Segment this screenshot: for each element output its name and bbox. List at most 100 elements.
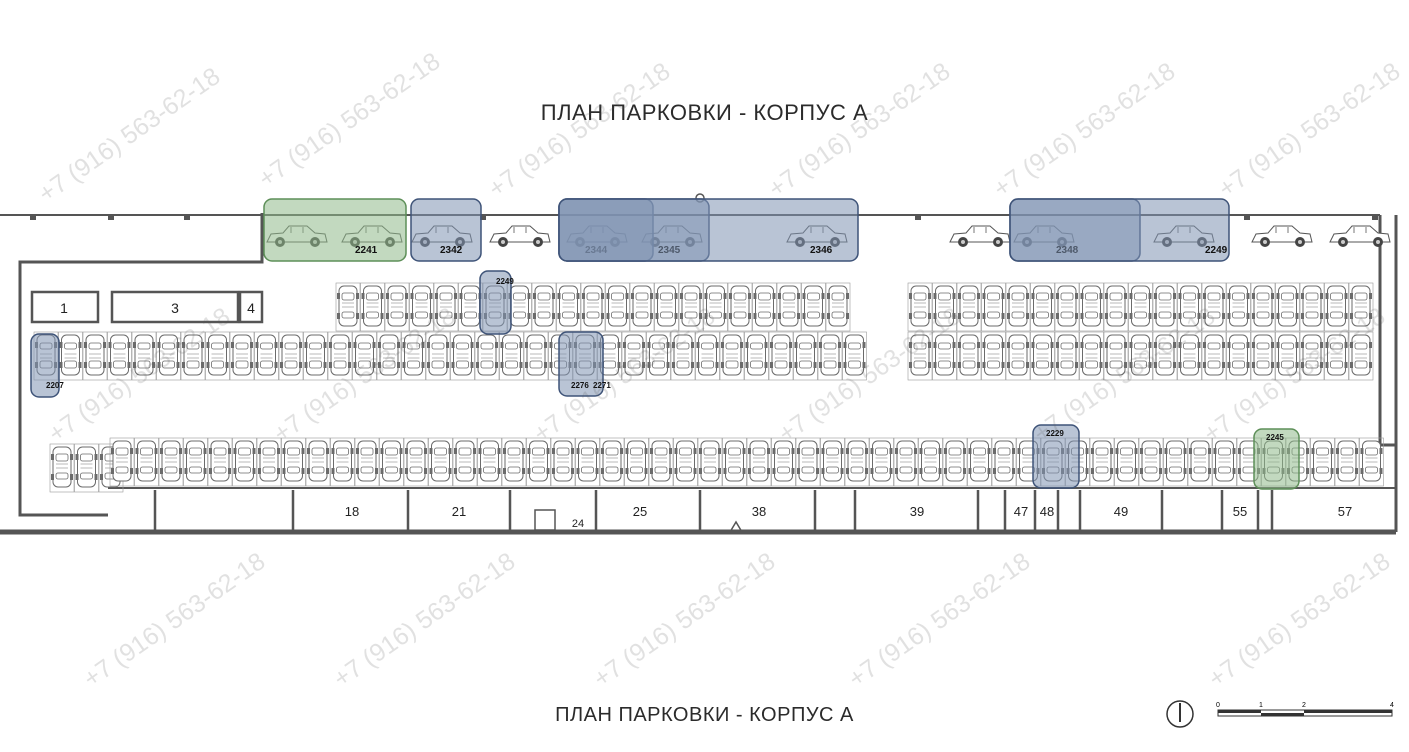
parking-bay <box>1128 331 1153 381</box>
parked-car <box>532 285 556 327</box>
parked-car <box>1251 285 1275 327</box>
parking-bay <box>1226 282 1251 332</box>
parking-bay <box>1152 331 1178 381</box>
parked-car <box>255 334 278 376</box>
parked-car <box>451 334 474 376</box>
parking-bay <box>433 282 459 332</box>
parked-car <box>353 334 376 376</box>
parking-bay <box>932 282 957 332</box>
parked-car <box>772 440 795 482</box>
parked-car <box>1213 440 1236 482</box>
parking-bay <box>580 282 606 332</box>
parking-bay <box>158 437 184 487</box>
parking-bay <box>648 437 674 487</box>
parked-car <box>943 440 967 482</box>
parked-car <box>361 285 384 327</box>
highlighted-spots: 2241234223442345234623482249220722492276… <box>30 198 1300 490</box>
parking-bay <box>695 331 720 381</box>
parking-bay <box>1152 282 1178 332</box>
spot-highlight[interactable] <box>558 331 604 397</box>
room-39: 39 <box>910 504 924 519</box>
parking-bay <box>1005 282 1031 332</box>
parking-bay <box>1114 437 1139 487</box>
parked-car <box>1164 440 1187 482</box>
parked-car <box>132 334 156 376</box>
parked-car <box>1202 285 1226 327</box>
parked-car <box>1129 334 1152 376</box>
spot-highlight[interactable] <box>558 198 859 262</box>
parked-car <box>1080 334 1103 376</box>
parked-car <box>933 285 956 327</box>
spot-highlight[interactable] <box>1253 428 1300 490</box>
parked-car <box>489 225 551 248</box>
parked-car <box>184 440 207 482</box>
parked-car <box>1251 334 1275 376</box>
parked-car <box>279 334 303 376</box>
parked-car <box>475 334 499 376</box>
parked-car <box>622 334 646 376</box>
parked-car <box>1325 334 1348 376</box>
spot-highlight[interactable] <box>263 198 407 262</box>
parking-bay <box>305 437 331 487</box>
room-57: 57 <box>1338 504 1352 519</box>
parking-bay <box>744 331 769 381</box>
parked-car <box>83 334 107 376</box>
parked-car <box>949 225 1011 248</box>
spot-highlight[interactable] <box>479 270 512 335</box>
parking-bay <box>746 437 772 487</box>
parking-bay <box>1079 331 1104 381</box>
parking-bay <box>1054 282 1080 332</box>
spot-highlight[interactable] <box>410 198 482 262</box>
parking-bay <box>330 437 355 487</box>
parking-bay <box>1177 331 1202 381</box>
parking-bay <box>109 437 135 487</box>
parked-car <box>410 285 433 327</box>
parking-bay <box>752 282 777 332</box>
parked-car <box>671 334 695 376</box>
parking-bay <box>477 437 502 487</box>
parking-bay <box>697 437 723 487</box>
parking-bay <box>599 437 625 487</box>
parking-bay <box>893 437 919 487</box>
spot-highlight[interactable] <box>1032 424 1080 489</box>
parking-bay <box>1226 331 1251 381</box>
parking-bay <box>501 437 527 487</box>
parking-bay <box>523 331 549 381</box>
parking-bay <box>1005 331 1031 381</box>
spot-label: 2276 <box>571 381 589 390</box>
spot-highlight[interactable] <box>30 333 60 398</box>
parked-car <box>1006 334 1030 376</box>
parked-car <box>459 285 482 327</box>
plan-title-top: ПЛАН ПАРКОВКИ - КОРПУС А <box>540 100 869 125</box>
parked-car <box>257 440 281 482</box>
parked-car <box>957 285 981 327</box>
spot-label: 2207 <box>46 381 64 390</box>
spot-label: 2249 <box>496 277 514 286</box>
parked-car <box>208 440 232 482</box>
compass-icon <box>1166 700 1194 728</box>
parking-bay <box>1103 282 1129 332</box>
parking-bay <box>1348 282 1374 332</box>
parking-bay <box>205 331 230 381</box>
parked-car <box>1349 285 1373 327</box>
room-4: 4 <box>247 300 255 316</box>
parking-bay <box>768 331 794 381</box>
parking-bay <box>842 331 867 381</box>
spot-label: 2346 <box>810 245 833 256</box>
parking-bay <box>1310 437 1335 487</box>
parking-bay <box>131 331 157 381</box>
parked-car <box>524 334 548 376</box>
room-47: 47 <box>1014 504 1028 519</box>
scale-tick-4: 4 <box>1390 702 1394 709</box>
parking-bay <box>1299 331 1325 381</box>
parked-car <box>1276 334 1299 376</box>
parked-car <box>478 440 501 482</box>
scale-bar: 0 1 2 4 <box>1216 702 1394 717</box>
parked-car <box>557 285 580 327</box>
parking-bay <box>256 437 282 487</box>
parking-bay <box>352 331 377 381</box>
parking-bay <box>335 282 361 332</box>
parked-car <box>802 285 825 327</box>
spot-label: 2249 <box>1205 245 1228 256</box>
spot-highlight[interactable] <box>1009 198 1230 262</box>
